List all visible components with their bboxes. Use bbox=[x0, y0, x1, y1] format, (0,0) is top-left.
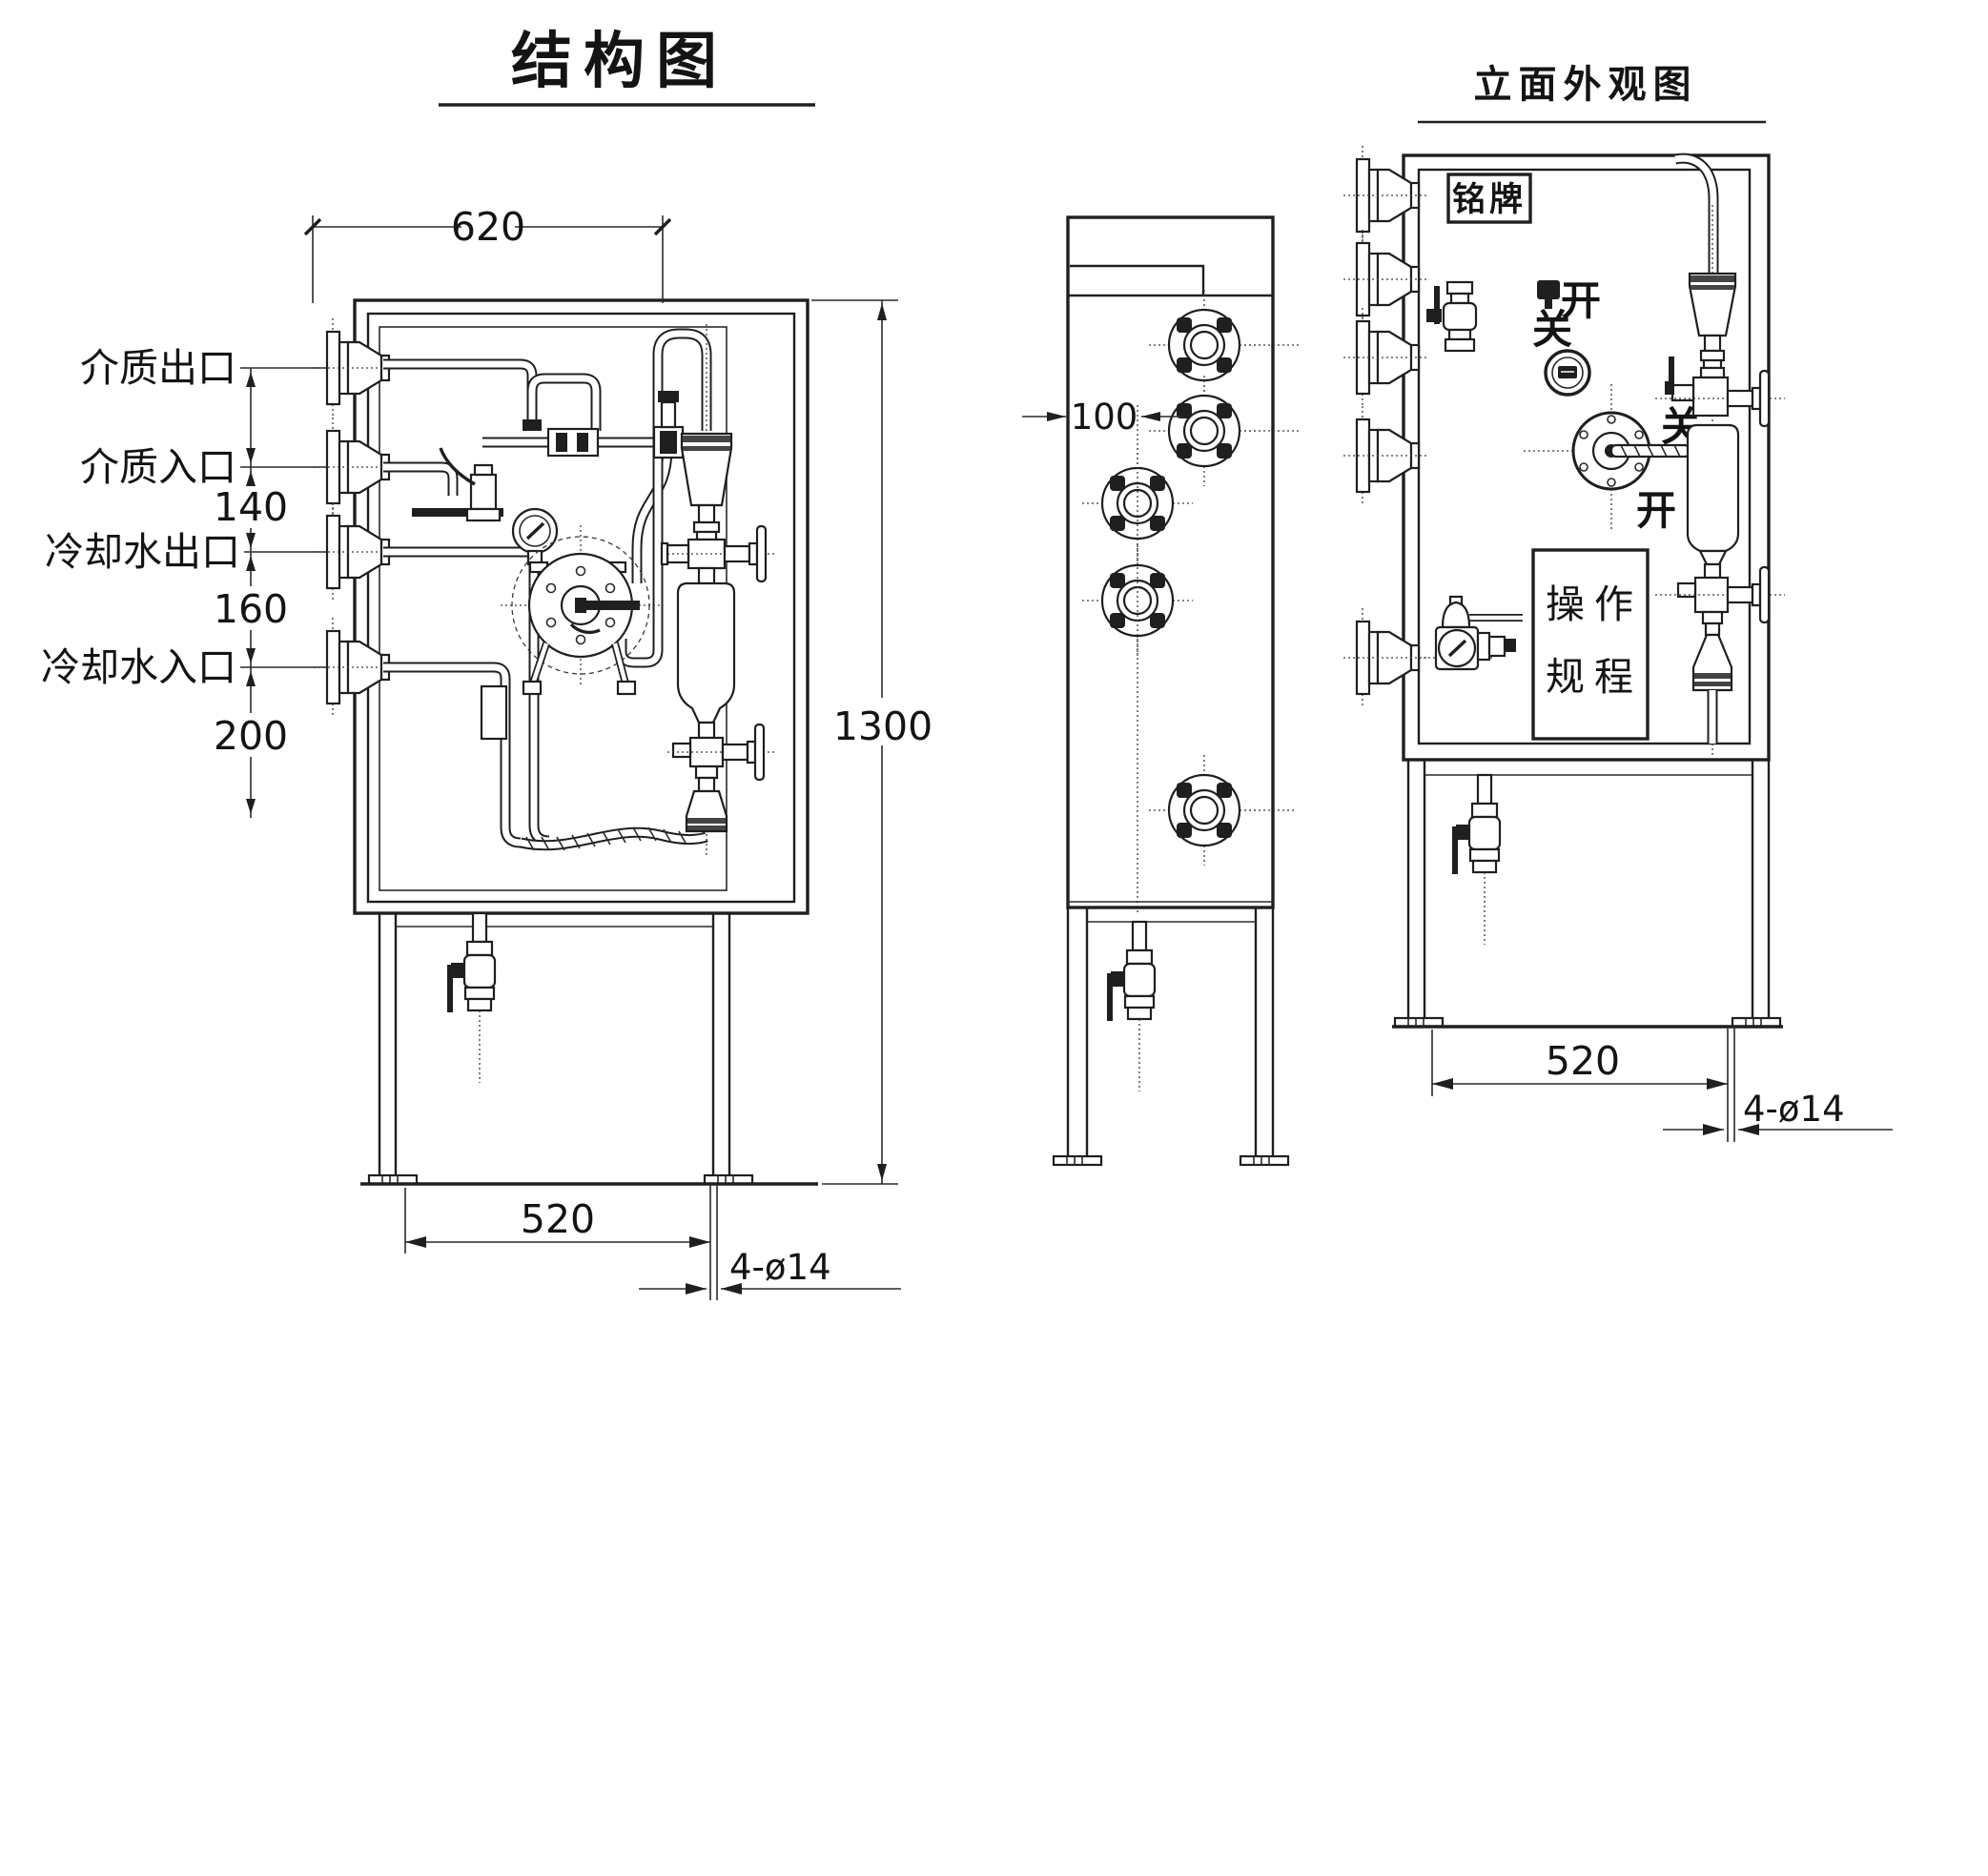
damper-top-handwheel bbox=[723, 524, 768, 583]
dim-520-right: 520 bbox=[1546, 1038, 1620, 1084]
elev-bottom-handwheel bbox=[1726, 565, 1771, 624]
dim-620: 620 bbox=[451, 204, 525, 250]
cabinet-legs bbox=[360, 913, 818, 1186]
nameplate: 铭牌 bbox=[1446, 173, 1532, 224]
dim-160: 160 bbox=[214, 586, 288, 632]
elevation-title-text: 立面外观图 bbox=[1474, 63, 1698, 107]
side-legs bbox=[1052, 901, 1290, 1167]
elev-flange-4 bbox=[1342, 404, 1431, 507]
elev-flange-5 bbox=[1342, 606, 1431, 709]
pipe-clamp-block bbox=[480, 684, 508, 741]
elevation-drain-valve bbox=[1450, 773, 1502, 947]
title-structure: 结构图 bbox=[439, 27, 815, 107]
elev-top-handwheel bbox=[1726, 369, 1771, 428]
nameplate-text: 铭牌 bbox=[1452, 181, 1527, 219]
dim-200: 200 bbox=[214, 713, 288, 759]
port-spacing-dimension: 140 160 200 bbox=[214, 368, 288, 818]
elev-flange-2 bbox=[1342, 228, 1431, 331]
port-labels: 介质出口 介质入口 冷却水出口 冷却水入口 bbox=[41, 345, 328, 690]
diaphragm-pump bbox=[501, 525, 661, 696]
procedure-line-1: 操作 bbox=[1546, 581, 1643, 627]
elevation-view: 铭牌 开 关 bbox=[1342, 144, 1893, 1142]
toggle-switch: 开 关 bbox=[1532, 277, 1601, 353]
dim-bolt-left: 4-ø14 bbox=[729, 1247, 831, 1288]
dim-140: 140 bbox=[214, 484, 288, 530]
toggle-open-text: 开 bbox=[1561, 277, 1601, 324]
support-bracket bbox=[412, 508, 503, 517]
elev-damper-vessel bbox=[1686, 423, 1740, 553]
side-flange-1 bbox=[1147, 288, 1261, 402]
elevation-damper-chain bbox=[1655, 153, 1785, 758]
cabinet-outer-box bbox=[353, 298, 810, 915]
top-width-dimension: 620 bbox=[303, 204, 672, 303]
bay-drain-valve bbox=[445, 911, 497, 1085]
elev-flange-1 bbox=[1342, 144, 1431, 247]
side-flange-3 bbox=[1080, 446, 1195, 561]
pulse-damper-chain bbox=[660, 324, 777, 858]
toggle-close-text: 关 bbox=[1532, 306, 1572, 353]
label-cooling-inlet: 冷却水入口 bbox=[41, 644, 236, 690]
inlet-valve-and-gauge bbox=[439, 447, 627, 574]
procedure-plate: 操作 规程 bbox=[1531, 548, 1650, 741]
wheel-open-text: 开 bbox=[1636, 487, 1676, 534]
dim-1300: 1300 bbox=[833, 704, 933, 749]
label-media-outlet: 介质出口 bbox=[80, 345, 236, 391]
side-view: 100 bbox=[1022, 215, 1299, 1167]
internal-piping bbox=[383, 328, 712, 851]
title-elevation: 立面外观图 bbox=[1418, 63, 1766, 124]
elevation-legs bbox=[1392, 760, 1783, 1029]
structure-title-text: 结构图 bbox=[511, 27, 728, 97]
dim-bolt-right: 4-ø14 bbox=[1743, 1089, 1845, 1130]
structure-view: 介质出口 介质入口 冷却水出口 冷却水入口 140 160 200 bbox=[41, 204, 933, 1300]
label-media-inlet: 介质入口 bbox=[80, 444, 236, 490]
elev-flange-3 bbox=[1342, 306, 1431, 409]
label-cooling-outlet: 冷却水出口 bbox=[45, 529, 240, 575]
damper-bottom-handwheel bbox=[721, 723, 766, 782]
pressure-regulator bbox=[1434, 595, 1523, 671]
depth-dimension: 100 bbox=[1022, 397, 1184, 438]
flex-hose-hatching bbox=[525, 826, 687, 851]
side-drain-valve bbox=[1105, 920, 1157, 1093]
base-dimension-left: 520 4-ø14 bbox=[404, 1184, 901, 1300]
height-dimension: 1300 bbox=[811, 299, 933, 1185]
pump-shaft bbox=[584, 601, 640, 610]
dim-520-left: 520 bbox=[521, 1196, 595, 1242]
dim-100: 100 bbox=[1071, 397, 1138, 438]
damper-vessel bbox=[676, 581, 736, 724]
cabinet-inner-box bbox=[366, 312, 796, 904]
procedure-line-2: 规程 bbox=[1546, 654, 1643, 700]
main-handwheel: 关 开 bbox=[1524, 384, 1716, 534]
base-dimension-right: 520 4-ø14 bbox=[1431, 1027, 1893, 1142]
side-flange-2 bbox=[1147, 374, 1261, 488]
pipe-union-fittings bbox=[523, 391, 685, 459]
panel-ball-valve bbox=[1426, 280, 1478, 353]
pressure-gauge bbox=[1544, 349, 1591, 397]
side-flange-5 bbox=[1147, 753, 1261, 867]
